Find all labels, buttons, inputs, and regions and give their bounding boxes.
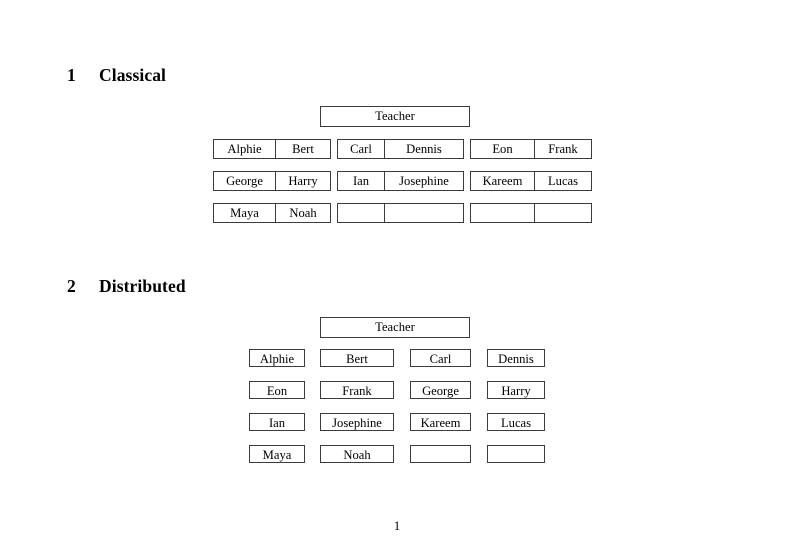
classical-group-2-row-2: Ian Josephine [337,171,464,191]
student-cell: Eon [470,139,535,159]
student-box: George [410,381,471,399]
classical-group-2: Carl Dennis [337,139,464,159]
section-heading-classical: 1 Classical [67,65,166,86]
student-cell: Dennis [384,139,464,159]
student-box: Noah [320,445,394,463]
student-cell: Kareem [470,171,535,191]
student-box: Bert [320,349,394,367]
table-row: Carl Dennis [337,139,464,159]
table-row [337,203,464,223]
classical-group-1-row-3: Maya Noah [213,203,331,223]
classical-group-2-row-3 [337,203,464,223]
student-cell: Bert [275,139,331,159]
student-cell: Harry [275,171,331,191]
table-row: George Harry [213,171,331,191]
student-box: Harry [487,381,545,399]
table-row [470,203,592,223]
student-cell-empty [470,203,535,223]
student-cell: Alphie [213,139,276,159]
student-box: Carl [410,349,471,367]
table-row: Alphie Bert [213,139,331,159]
student-box-empty [487,445,545,463]
teacher-cell: Teacher [320,106,470,127]
student-cell-empty [384,203,464,223]
classical-group-1-row-2: George Harry [213,171,331,191]
distributed-teacher-box: Teacher [320,317,470,338]
classical-group-3-row-3 [470,203,592,223]
table-row: Teacher [320,106,470,127]
student-cell: George [213,171,276,191]
page-number: 1 [393,519,401,533]
section-number: 1 [67,65,76,85]
student-box: Eon [249,381,305,399]
student-box: Frank [320,381,394,399]
section-title: Distributed [99,276,186,296]
section-number: 2 [67,276,76,296]
student-cell: Maya [213,203,276,223]
student-cell-empty [337,203,385,223]
student-box: Lucas [487,413,545,431]
table-row: Kareem Lucas [470,171,592,191]
student-cell: Frank [534,139,592,159]
classical-teacher-box: Teacher [320,106,470,127]
student-cell-empty [534,203,592,223]
table-row: Ian Josephine [337,171,464,191]
student-box-empty [410,445,471,463]
section-title: Classical [99,65,167,85]
student-cell: Noah [275,203,331,223]
student-box: Ian [249,413,305,431]
student-cell: Ian [337,171,385,191]
student-box: Dennis [487,349,545,367]
student-box: Josephine [320,413,394,431]
table-row: Maya Noah [213,203,331,223]
student-cell: Josephine [384,171,464,191]
student-box: Maya [249,445,305,463]
student-cell: Lucas [534,171,592,191]
classical-group-1: Alphie Bert [213,139,331,159]
student-box: Kareem [410,413,471,431]
section-heading-distributed: 2 Distributed [67,276,186,297]
classical-group-3: Eon Frank [470,139,592,159]
classical-group-3-row-2: Kareem Lucas [470,171,592,191]
student-cell: Carl [337,139,385,159]
table-row: Teacher [320,317,470,338]
table-row: Eon Frank [470,139,592,159]
student-box: Alphie [249,349,305,367]
teacher-cell: Teacher [320,317,470,338]
